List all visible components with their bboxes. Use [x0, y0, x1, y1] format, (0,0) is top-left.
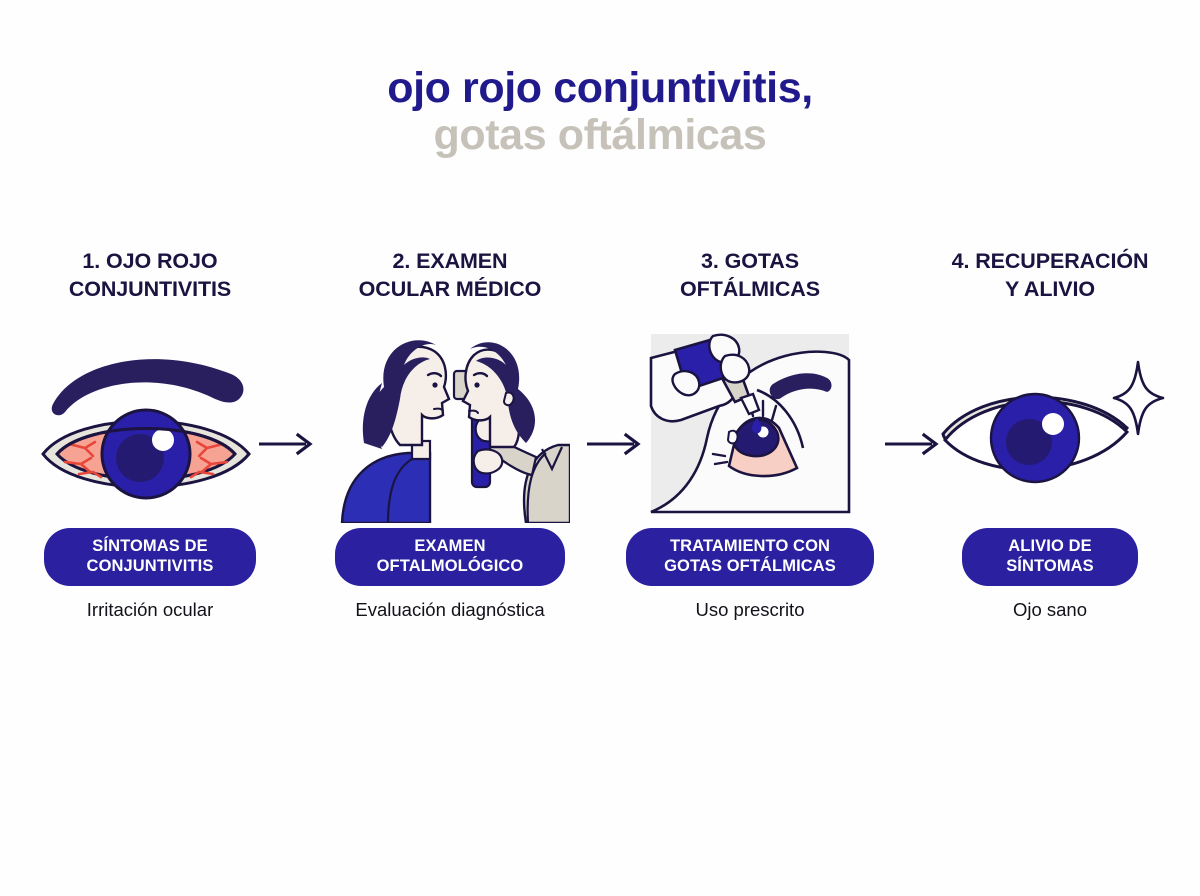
- doctor-eye-exam-icon: [340, 340, 570, 523]
- step-4-heading-line2: Y ALIVIO: [1005, 276, 1095, 301]
- step-3-badge-line2: GOTAS OFTÁLMICAS: [664, 556, 836, 575]
- step-4-caption: Ojo sano: [1012, 598, 1088, 620]
- step-3-badge-line1: TRATAMIENTO CON: [669, 537, 831, 555]
- healthy-eye-sparkle-icon: [941, 360, 1165, 484]
- step-4-badge-line1: ALIVIO DE: [1008, 537, 1092, 555]
- arrow-step2-to-step3: [586, 432, 644, 461]
- step-4-recovery: 4. RECUPERACIÓN Y ALIVIO: [900, 248, 1200, 621]
- step-4-heading: 4. RECUPERACIÓN Y ALIVIO: [952, 248, 1149, 306]
- step-4-illustration: [910, 318, 1190, 528]
- step-1-caption: Irritación ocular: [86, 598, 214, 620]
- eye-drops-bottle-icon: [649, 333, 851, 514]
- step-1-heading-line1: 1. OJO ROJO: [82, 249, 218, 273]
- step-2-badge-line2: OFTALMOLÓGICO: [376, 556, 524, 575]
- step-2-heading-line2: OCULAR MÉDICO: [358, 276, 542, 301]
- arrow-right-icon: [587, 432, 641, 456]
- step-4-heading-line1: 4. RECUPERACIÓN: [951, 249, 1149, 273]
- step-2-heading: 2. EXAMEN OCULAR MÉDICO: [359, 248, 542, 306]
- step-1-red-eye: 1. OJO ROJO CONJUNTIVITIS: [0, 248, 300, 621]
- step-3-heading-line2: OFTÁLMICAS: [680, 276, 820, 301]
- step-2-caption: Evaluación diagnóstica: [355, 598, 545, 620]
- steps-row: 1. OJO ROJO CONJUNTIVITIS: [0, 248, 1200, 621]
- step-3-badge[interactable]: TRATAMIENTO CON GOTAS OFTÁLMICAS: [626, 528, 874, 586]
- arrow-right-icon: [259, 432, 313, 456]
- page-title: ojo rojo conjuntivitis, gotas oftálmicas: [0, 64, 1200, 160]
- arrow-step1-to-step2: [258, 432, 316, 461]
- arrow-step3-to-step4: [884, 432, 942, 461]
- step-3-caption: Uso prescrito: [695, 598, 805, 620]
- step-2-badge[interactable]: EXAMEN OFTALMOLÓGICO: [335, 528, 565, 586]
- step-4-badge-line2: SÍNTOMAS: [1006, 556, 1094, 575]
- step-1-heading-line2: CONJUNTIVITIS: [68, 276, 232, 301]
- step-3-heading: 3. GOTAS OFTÁLMICAS: [680, 248, 820, 306]
- step-2-illustration: [310, 318, 590, 528]
- step-2-badge-line1: EXAMEN: [414, 537, 486, 555]
- step-3-eye-drops: 3. GOTAS OFTÁLMICAS: [600, 248, 900, 621]
- title-line-primary: ojo rojo conjuntivitis,: [387, 64, 813, 112]
- step-4-badge[interactable]: ALIVIO DE SÍNTOMAS: [962, 528, 1138, 586]
- step-1-badge-line2: CONJUNTIVITIS: [86, 556, 214, 575]
- step-2-heading-line1: 2. EXAMEN: [392, 249, 508, 273]
- red-eye-conjunctivitis-icon: [41, 359, 251, 500]
- step-3-heading-line1: 3. GOTAS: [701, 249, 799, 273]
- step-1-badge[interactable]: SÍNTOMAS DE CONJUNTIVITIS: [44, 528, 256, 586]
- step-1-illustration: [10, 318, 290, 528]
- step-3-illustration: [610, 318, 890, 528]
- step-2-eye-exam: 2. EXAMEN OCULAR MÉDICO: [300, 248, 600, 621]
- arrow-right-icon: [885, 432, 939, 456]
- step-1-badge-line1: SÍNTOMAS DE: [92, 537, 208, 555]
- title-line-secondary: gotas oftálmicas: [433, 111, 767, 160]
- step-1-heading: 1. OJO ROJO CONJUNTIVITIS: [69, 248, 231, 306]
